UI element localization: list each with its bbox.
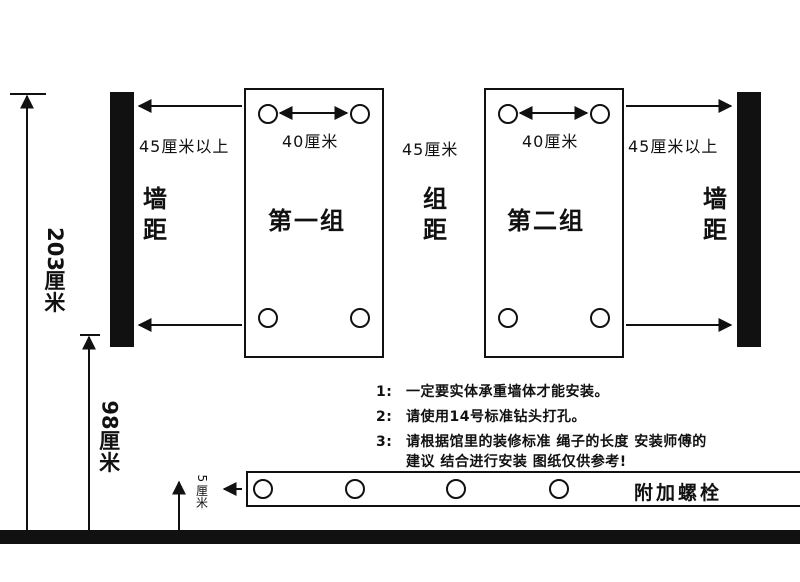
plate2-hole-tr [590,104,610,124]
note-3-line2: 建议 结合进行安装 图纸仅供参考! [406,454,627,470]
group-distance: 45厘米 [402,140,459,159]
note-1-num: 1: [376,384,393,400]
wall-right-char2: 距 [703,216,727,245]
wall-label-left: 墙 距 [143,184,167,246]
height-5-unit2: 米 [196,496,209,511]
wall-distance-right: 45厘米以上 [628,137,719,156]
wall-right-char1: 墙 [703,185,727,213]
height-203-unit2: 米 [44,291,66,316]
height-label-203: 203 厘 米 [33,227,77,316]
note-2: 2: 请使用14号标准钻头打孔。 [376,406,586,426]
plate2-hole-bl [498,308,518,328]
plate1-hole-bl [258,308,278,328]
height-203-num: 203 [42,227,67,271]
bolt-hole-4 [549,479,569,499]
bolt-strip [246,471,800,507]
group1-title: 第一组 [268,207,346,235]
wall-distance-left: 45厘米以上 [139,137,230,156]
hole-distance-left: 40厘米 [282,132,339,151]
bolt-label: 附加螺栓 [634,482,723,504]
plate1-hole-tl [258,104,278,124]
note-3-text: 请根据馆里的装修标准 绳子的长度 安装师傅的 [406,434,707,450]
hole-distance-right: 40厘米 [522,132,579,151]
group-gap-char1: 组 [423,185,447,213]
left-wall [110,92,134,347]
note-2-text: 请使用14号标准钻头打孔。 [406,409,586,425]
note-3-num: 3: [376,434,393,450]
plate2-hole-tl [498,104,518,124]
note-1: 1: 一定要实体承重墙体才能安装。 [376,381,609,401]
height-5-unit1: 厘 [196,483,209,498]
height-label-98: 98 厘 米 [95,400,124,474]
plate1-hole-br [350,308,370,328]
wall-left-char2: 距 [143,216,167,245]
ground-line [0,530,800,544]
wall-label-right: 墙 距 [703,184,727,246]
height-203-unit1: 厘 [44,269,66,294]
height-98-unit1: 厘 [99,429,121,454]
height-98-unit2: 米 [99,451,121,476]
wall-left-char1: 墙 [143,185,167,213]
group-gap-label: 组 距 [423,184,447,246]
note-3: 3: 请根据馆里的装修标准 绳子的长度 安装师傅的 [376,431,707,451]
group-gap-char2: 距 [423,216,447,245]
bolt-hole-1 [253,479,273,499]
plate2-hole-br [590,308,610,328]
bolt-hole-3 [446,479,466,499]
note-1-text: 一定要实体承重墙体才能安装。 [406,384,609,400]
height-98-num: 98 [97,400,122,430]
right-wall [737,92,761,347]
height-label-5: 5 厘 米 [195,472,210,511]
note-2-num: 2: [376,409,393,425]
height-5-num: 5 [195,474,210,483]
plate1-hole-tr [350,104,370,124]
bolt-hole-2 [345,479,365,499]
group2-title: 第二组 [507,207,585,235]
